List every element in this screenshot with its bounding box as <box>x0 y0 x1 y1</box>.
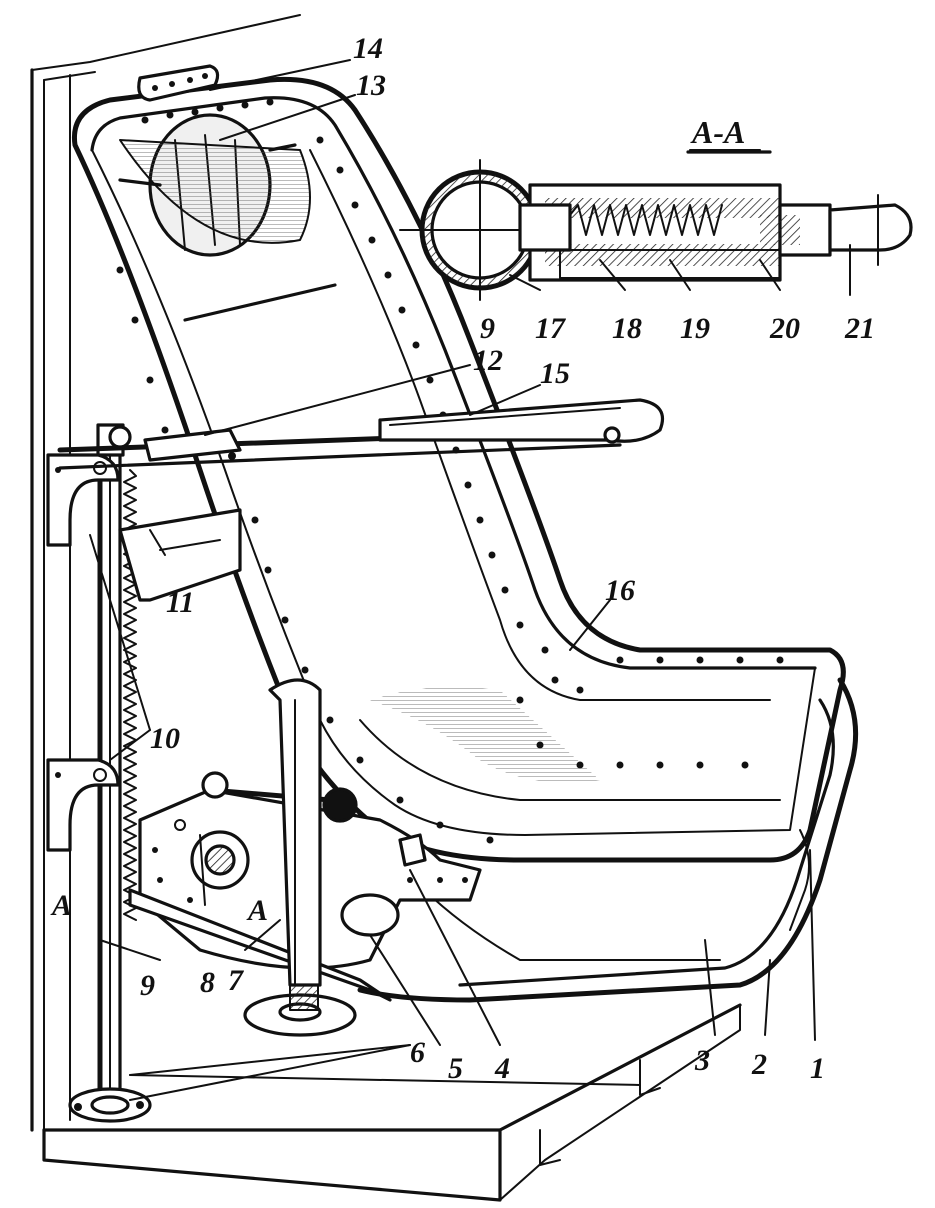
label-9: 9 <box>140 969 155 1002</box>
label-8: 8 <box>200 966 215 999</box>
label-3: 3 <box>694 1044 710 1077</box>
armrest-and-rod <box>57 398 665 470</box>
top-clip <box>137 64 220 102</box>
section-marker-center: А <box>246 894 268 927</box>
label-20: 20 <box>769 312 800 345</box>
seat-shell <box>71 76 846 863</box>
hinge-brackets <box>46 453 120 852</box>
label-2: 2 <box>751 1048 767 1081</box>
floor-plate <box>42 1003 742 1202</box>
support-column <box>243 678 357 1037</box>
section-marker-left: А <box>50 889 72 922</box>
label-12: 12 <box>473 344 503 377</box>
label-19: 19 <box>680 312 710 345</box>
label-15: 15 <box>540 357 570 390</box>
bracket <box>118 508 242 602</box>
label-10: 10 <box>150 722 180 755</box>
label-1: 1 <box>810 1052 825 1085</box>
section-title: А-А <box>690 114 745 150</box>
label-16: 16 <box>605 574 635 607</box>
rivets <box>116 98 784 844</box>
label-6: 6 <box>410 1036 425 1069</box>
label-11: 11 <box>166 586 194 619</box>
label-13: 13 <box>356 69 386 102</box>
wall-frame <box>30 14 301 1132</box>
label-17: 17 <box>535 312 566 345</box>
label-21: 21 <box>844 312 875 345</box>
label-5: 5 <box>448 1052 463 1085</box>
label-14: 14 <box>353 32 383 65</box>
label-7: 7 <box>228 964 244 997</box>
label-4: 4 <box>494 1052 510 1085</box>
leader-lines <box>89 59 851 1101</box>
label-9-section: 9 <box>480 312 495 345</box>
section-view <box>399 159 913 301</box>
label-18: 18 <box>612 312 642 345</box>
